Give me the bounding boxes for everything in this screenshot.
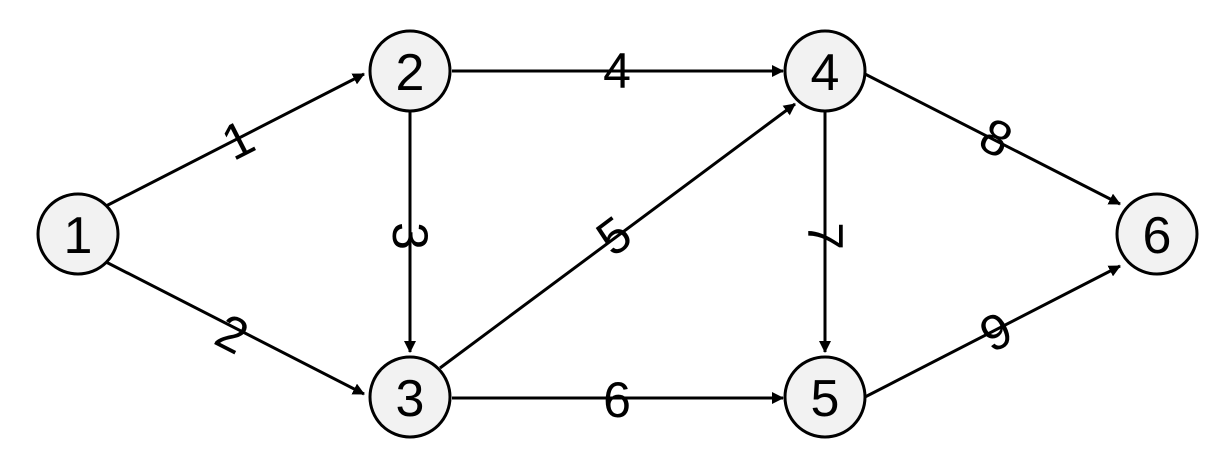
edge-line (439, 102, 796, 370)
edge-label: 4 (603, 43, 631, 99)
edge-label: 9 (971, 301, 1021, 364)
edge-line (862, 264, 1121, 400)
node-circle (783, 355, 867, 439)
edge-label: 3 (382, 222, 438, 250)
edge-line (105, 260, 365, 396)
edge-line (862, 71, 1121, 206)
node-label: 5 (811, 370, 840, 428)
edge-3-4: 5 (439, 102, 796, 370)
node-circle (1115, 192, 1199, 276)
edge-4-5: 7 (797, 112, 853, 353)
node-label: 1 (64, 207, 93, 265)
edge-3-5: 6 (452, 372, 784, 428)
edge-label: 5 (586, 205, 642, 266)
node-circle (368, 29, 452, 113)
edge-label: 6 (603, 372, 631, 428)
edge-2-4: 4 (452, 43, 784, 99)
node-circle (783, 29, 867, 113)
edge-4-6: 8 (862, 71, 1121, 206)
edge-2-3: 3 (382, 112, 438, 353)
node-5: 5 (783, 355, 867, 439)
node-2: 2 (368, 29, 452, 113)
edge-label: 8 (971, 107, 1021, 170)
edge-1-2: 1 (105, 72, 365, 208)
node-circle (36, 192, 120, 276)
edge-5-6: 9 (862, 264, 1121, 400)
edge-1-3: 2 (105, 260, 365, 396)
edge-line (105, 72, 365, 208)
node-circle (368, 355, 452, 439)
node-3: 3 (368, 355, 452, 439)
node-label: 2 (396, 44, 425, 102)
edge-label: 7 (797, 222, 853, 250)
node-4: 4 (783, 29, 867, 113)
node-label: 3 (396, 370, 425, 428)
edge-label: 1 (213, 109, 263, 172)
node-label: 6 (1143, 207, 1172, 265)
node-label: 4 (811, 44, 840, 102)
node-6: 6 (1115, 192, 1199, 276)
node-1: 1 (36, 192, 120, 276)
